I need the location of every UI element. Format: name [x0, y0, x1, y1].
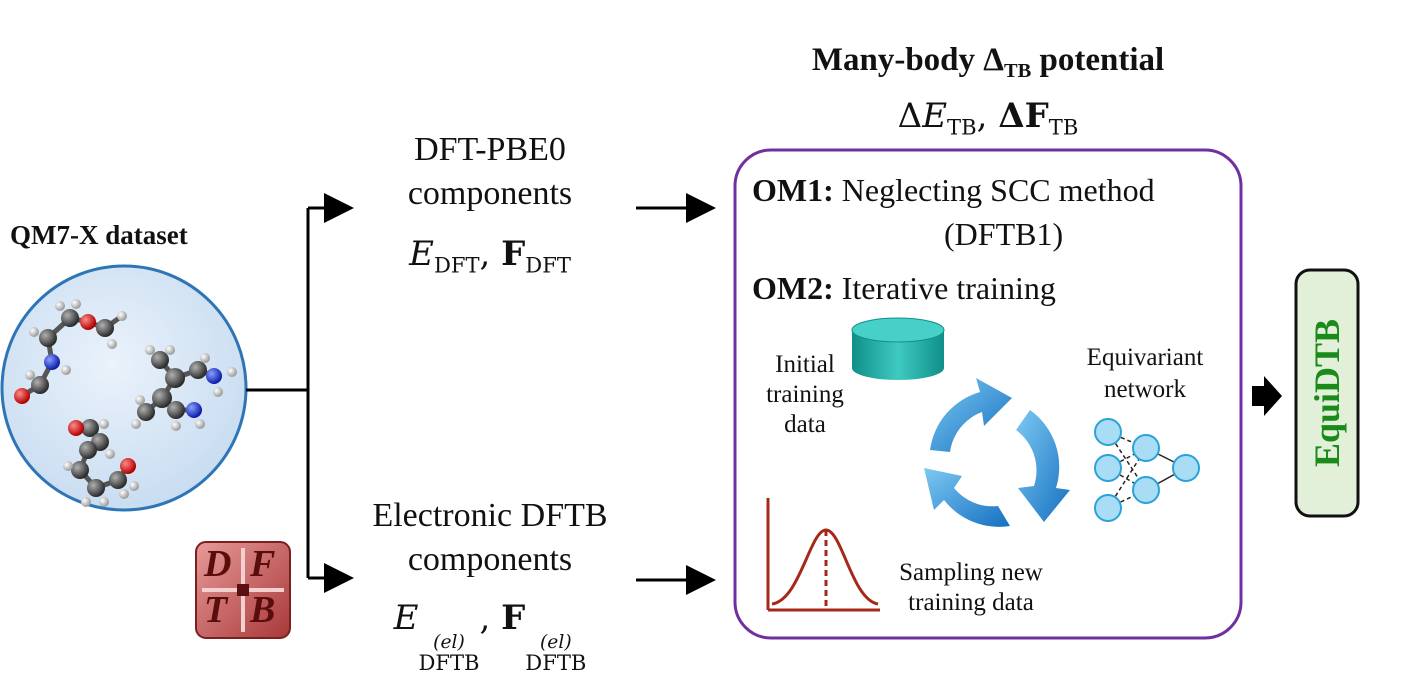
potential-title-sub: TB [1003, 60, 1032, 83]
dftb-f-superscript: (el) [540, 631, 572, 653]
dftb-branch-line2: components [407, 541, 573, 578]
dftb-e-symbol: E [393, 598, 419, 638]
dft-branch-line2: components [407, 175, 573, 212]
potential-f-subscript: TB [1048, 114, 1079, 140]
sampling-line1: Sampling new [899, 559, 1043, 586]
dft-e-symbol: E [409, 234, 434, 274]
network-line2: network [1104, 376, 1186, 403]
dftb-formula: E(el)DFTB, F(el)DFTB [345, 598, 635, 673]
potential-e-symbol: E [922, 96, 948, 136]
potential-delta-e: Δ [897, 96, 923, 136]
molecules-illustration [14, 299, 237, 507]
dft-separator: , [479, 234, 502, 274]
equidtb-box [1294, 268, 1360, 518]
dftb-logo-letters: D F T B [196, 542, 290, 638]
om1-text: Neglecting SCC method [841, 172, 1155, 208]
initial-line2: training [766, 381, 844, 408]
dataset-title: QM7-X dataset [10, 220, 188, 250]
dftb-f-symbol: F [501, 598, 526, 638]
potential-e-subscript: TB [947, 114, 977, 140]
initial-line3: data [784, 411, 826, 438]
initial-training-label: Initial training data [750, 350, 860, 440]
logo-letter-f: F [250, 543, 276, 585]
dft-branch-line1: DFT-PBE0 [414, 131, 566, 168]
potential-formula: ΔETB, ΔFTB [735, 96, 1241, 139]
equidtb-label: EquiDTB [1307, 318, 1348, 468]
sampling-line2: training data [908, 589, 1034, 616]
potential-f-symbol: F [1024, 96, 1049, 136]
branch-connector [246, 193, 354, 593]
output-arrow-icon [1252, 376, 1282, 416]
logo-letter-t: T [204, 589, 228, 631]
network-icon [1094, 418, 1200, 522]
network-line1: Equivariant [1086, 344, 1204, 371]
dftb-e-subscript: DFTB [418, 650, 480, 676]
om2-label: OM2: [752, 270, 834, 306]
sampling-label: Sampling new training data [876, 558, 1066, 618]
om2-line: OM2: Iterative training [752, 270, 1056, 307]
potential-title-suffix: potential [1031, 42, 1165, 78]
dftb-logo [195, 541, 291, 639]
potential-title-prefix: Many-body Δ [811, 42, 1004, 78]
dft-f-symbol: F [501, 234, 526, 274]
dft-f-subscript: DFT [525, 252, 571, 278]
gaussian-plot-icon [766, 498, 880, 612]
dft-branch-label: DFT-PBE0 components [345, 128, 635, 216]
om1-text2: (DFTB1) [944, 216, 1064, 252]
cycle-arrows-icon [924, 378, 1070, 527]
database-cylinder-icon [851, 317, 945, 380]
dft-formula: EDFT, FDFT [345, 234, 635, 277]
logo-letter-b: B [250, 589, 276, 631]
dft-e-subscript: DFT [433, 252, 480, 278]
potential-separator: , [976, 96, 999, 136]
dftb-separator: , [479, 598, 502, 638]
om1-label: OM1: [752, 172, 834, 208]
om2-text: Iterative training [841, 270, 1056, 306]
om1-line: OM1: Neglecting SCC method [752, 172, 1155, 209]
dftb-branch-line1: Electronic DFTB [372, 497, 608, 534]
initial-line1: Initial [775, 351, 835, 378]
potential-delta-f: Δ [998, 96, 1025, 136]
network-label: Equivariant network [1070, 342, 1220, 406]
om-box [733, 148, 1243, 640]
dftb-branch-label: Electronic DFTB components [345, 494, 635, 582]
potential-title: Many-body ΔTB potential [735, 42, 1241, 83]
equidtb-label-wrap: EquiDTB [1296, 270, 1358, 516]
logo-letter-d: D [204, 543, 232, 585]
dftb-e-superscript: (el) [433, 631, 465, 653]
dftb-f-subscript: DFTB [525, 650, 587, 676]
